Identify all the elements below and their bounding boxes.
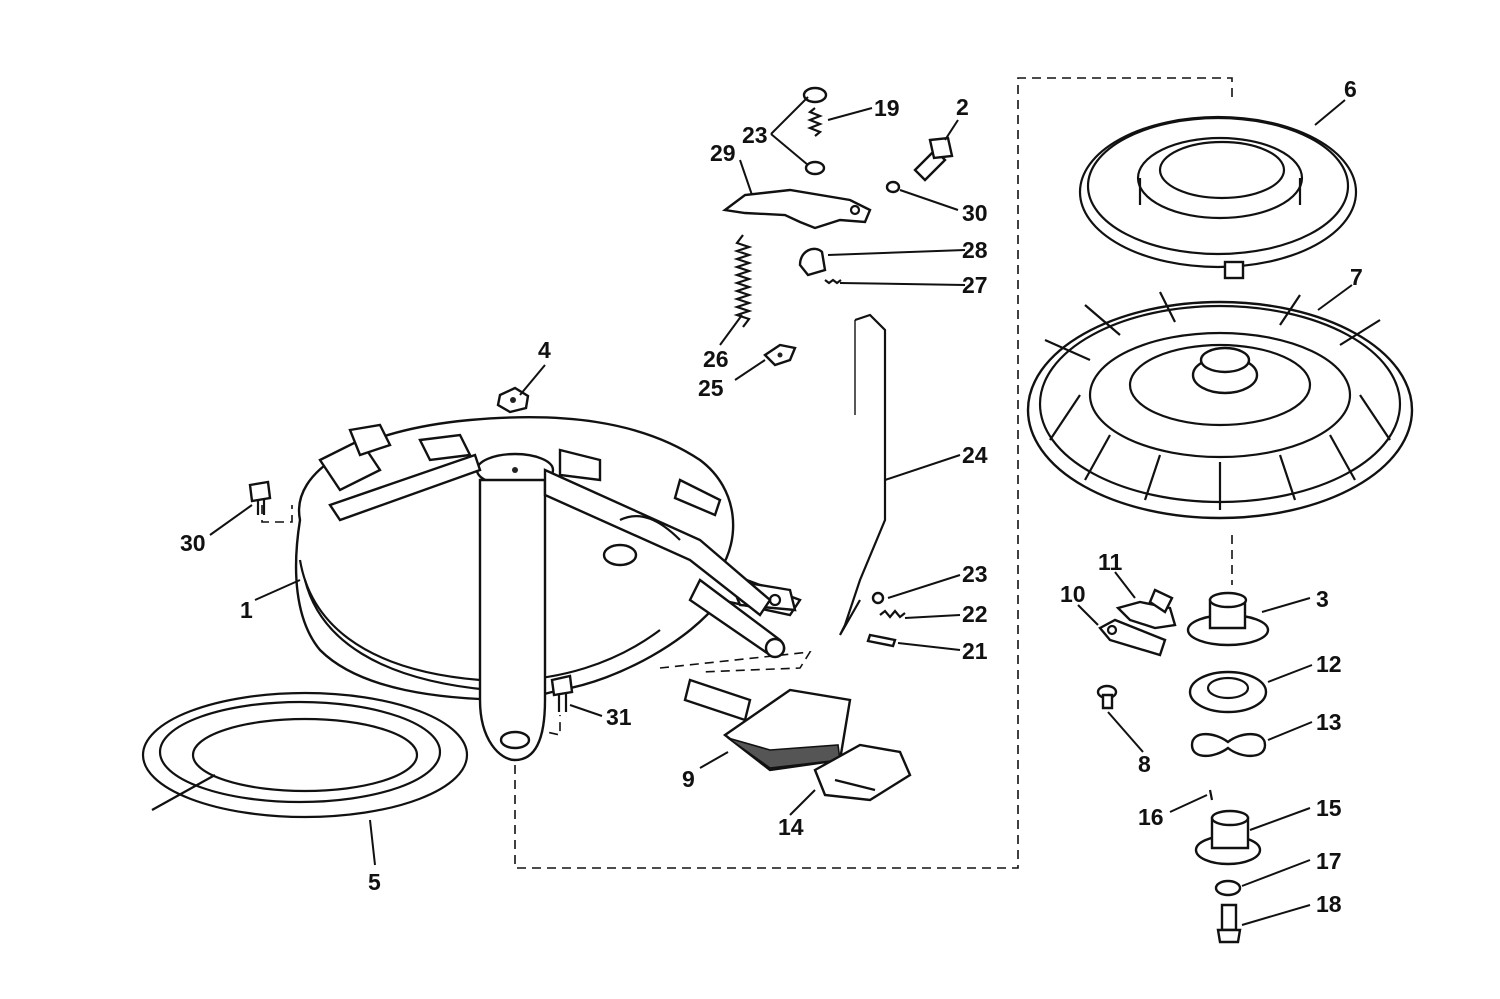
callout-16: 16: [1138, 804, 1164, 830]
screw-part-31: [550, 674, 574, 712]
spring-part-27: [824, 278, 842, 285]
callout-11: 11: [1098, 549, 1123, 575]
spring-cup-part-6: [1078, 115, 1358, 280]
callout-22: 22: [962, 601, 988, 627]
washer-part-12: [1188, 670, 1268, 714]
callout-2: 2: [956, 94, 969, 120]
callout-29: 29: [710, 140, 736, 166]
callout-1: 1: [240, 597, 253, 623]
hub-part-3: [1186, 591, 1270, 647]
pawl-part-10: [1098, 618, 1167, 657]
screw-part-2: [885, 136, 954, 194]
leader-lines: [209, 96, 1353, 926]
callout-30-right: 30: [962, 200, 988, 226]
callout-13: 13: [1316, 709, 1342, 735]
callout-9: 9: [682, 766, 695, 792]
lever-part-29: [721, 188, 872, 230]
callout-7: 7: [1350, 264, 1363, 290]
rewind-spring-part-5: [141, 691, 469, 819]
small-parts-21-22-23: [866, 591, 906, 648]
callout-15: 15: [1316, 795, 1342, 821]
callout-8: 8: [1138, 751, 1151, 777]
pin-part-16: [1208, 789, 1214, 801]
wire-link-part-24: [839, 313, 887, 636]
callout-12: 12: [1316, 651, 1342, 677]
starter-handle-part-9: [683, 678, 852, 772]
handle-insert-part-14: [813, 743, 912, 802]
callout-23-top: 23: [742, 122, 768, 148]
spring-washer-part-13: [1190, 732, 1267, 758]
spring-and-washers-top: [802, 86, 828, 176]
screw-part-18: [1216, 903, 1242, 944]
callout-23-lower: 23: [962, 561, 988, 587]
drive-hub-part-15: [1194, 809, 1262, 866]
screw-part-30-left: [248, 480, 272, 515]
spring-part-26: [733, 234, 753, 328]
callout-labels: 1 2 3 4 5 6 7 8 9 10 11 12 13 14 15 16 1…: [180, 76, 1363, 917]
callout-3: 3: [1316, 586, 1329, 612]
callout-4: 4: [538, 337, 551, 363]
callout-28: 28: [962, 237, 988, 263]
callout-30-left: 30: [180, 530, 206, 556]
pawl-part-11: [1115, 588, 1177, 630]
callout-17: 17: [1316, 848, 1342, 874]
starter-housing: [294, 416, 802, 762]
callout-18: 18: [1316, 891, 1342, 917]
callout-5: 5: [368, 869, 381, 895]
callout-14: 14: [778, 814, 804, 840]
screw-part-8: [1096, 684, 1118, 710]
callout-6: 6: [1344, 76, 1357, 102]
callout-26: 26: [703, 346, 729, 372]
callout-27: 27: [962, 272, 988, 298]
callout-24: 24: [962, 442, 988, 468]
cam-part-25: [763, 343, 797, 367]
callout-21: 21: [962, 638, 988, 664]
washer-part-17: [1214, 879, 1242, 897]
callout-19: 19: [874, 95, 900, 121]
callout-25: 25: [698, 375, 724, 401]
callout-31: 31: [606, 704, 632, 730]
pulley-part-7: [1026, 291, 1414, 520]
callout-10: 10: [1060, 581, 1086, 607]
pawl-part-28: [798, 247, 827, 277]
